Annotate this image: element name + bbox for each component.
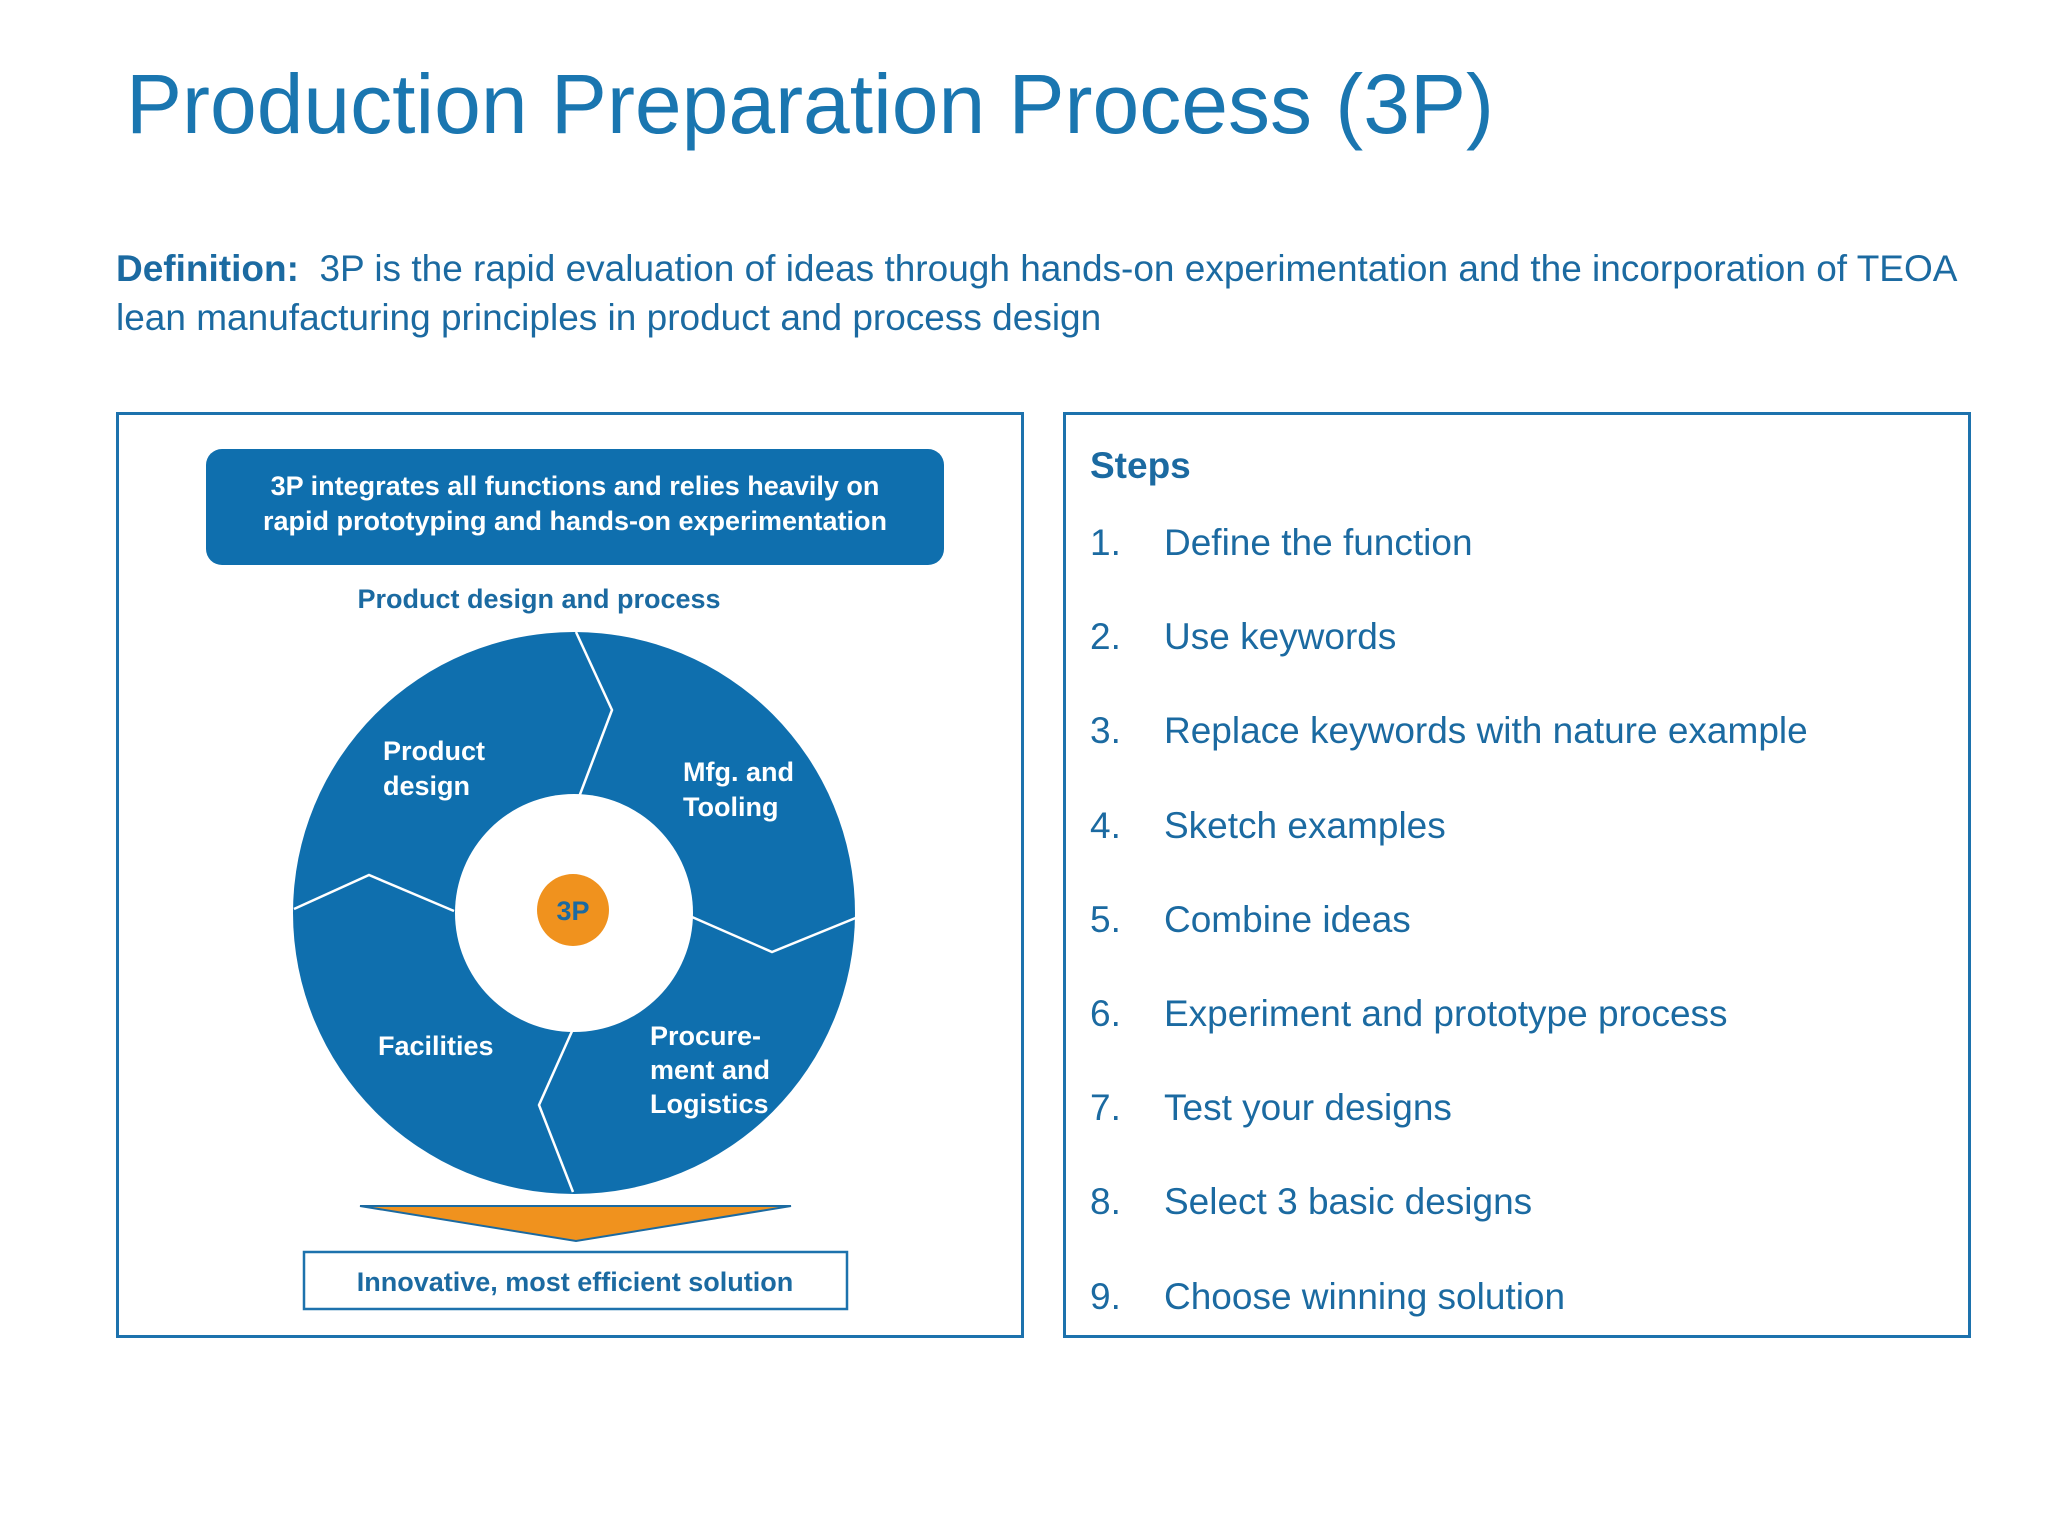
banner-line-2: rapid prototyping and hands-on experimen… (263, 506, 887, 536)
segment-procurement-line-1: Procure- (650, 1021, 761, 1051)
3p-diagram: 3P integrates all functions and relies h… (206, 449, 944, 1311)
segment-dividers (293, 631, 859, 1193)
step-text: Use keywords (1164, 616, 1397, 658)
step-text: Define the function (1164, 522, 1473, 563)
ring-caption: Product design and process (357, 584, 720, 614)
outcome-label: Innovative, most efficient solution (357, 1267, 794, 1297)
center-label: 3P (556, 896, 589, 926)
step-text: Sketch examples (1164, 804, 1446, 846)
step-number: 3. (1090, 710, 1121, 752)
step-number: 5. (1090, 898, 1121, 940)
banner-line-1: 3P integrates all functions and relies h… (271, 471, 880, 501)
definition-label: Definition: (116, 248, 299, 289)
step-number: 2. (1090, 616, 1121, 658)
step-number: 4. (1090, 804, 1121, 846)
page-title: Production Preparation Process (3P) (126, 57, 1494, 151)
step-text: Test your designs (1164, 1087, 1452, 1129)
step-text: Choose winning solution (1164, 1275, 1566, 1317)
step-text: Experiment and prototype process (1164, 992, 1728, 1034)
steps-panel: Steps 1. Define the function 2. Use keywor… (1063, 412, 1971, 1338)
step-number: 7. (1090, 1087, 1121, 1129)
step-text: Replace keywords with nature example (1164, 710, 1808, 752)
center-badge (537, 874, 609, 946)
segment-product-design-line-1: Product (383, 736, 485, 766)
step-number: 1. (1090, 522, 1121, 563)
step-number: 6. (1090, 992, 1121, 1034)
segment-mfg-line-1: Mfg. and (683, 757, 794, 787)
segment-procurement-line-2: ment and (650, 1055, 770, 1085)
steps-title: Steps (1090, 445, 1191, 486)
step-text: Select 3 basic designs (1164, 1181, 1533, 1223)
step-item: 6. Experiment and prototype process (1090, 992, 1808, 1086)
step-item: 3. Replace keywords with nature example (1090, 709, 1808, 803)
steps-list: 1. Define the function 2. Use keywords 3. R… (1090, 521, 1808, 1369)
step-item: 5. Combine ideas (1090, 898, 1808, 992)
banner-box (206, 449, 944, 565)
outcome-box (302, 1250, 849, 1311)
segment-procurement-line-3: Logistics (650, 1089, 769, 1119)
step-item: 1. Define the function (1090, 521, 1808, 615)
step-text: Combine ideas (1164, 898, 1411, 940)
step-item: 9. Choose winning solution (1090, 1275, 1808, 1369)
segment-facilities: Facilities (378, 1031, 494, 1061)
step-item: 2. Use keywords (1090, 615, 1808, 709)
step-number: 9. (1090, 1275, 1121, 1317)
down-arrow-icon (359, 1205, 792, 1243)
definition-paragraph: Definition: 3P is the rapid evaluation o… (116, 244, 1976, 342)
step-number: 8. (1090, 1181, 1121, 1223)
step-item: 4. Sketch examples (1090, 804, 1808, 898)
segment-mfg-line-2: Tooling (683, 792, 778, 822)
diagram-panel: 3P integrates all functions and relies h… (116, 412, 1024, 1338)
step-item: 7. Test your designs (1090, 1086, 1808, 1180)
step-item: 8. Select 3 basic designs (1090, 1180, 1808, 1274)
definition-text: 3P is the rapid evaluation of ideas thro… (116, 248, 1956, 338)
segment-product-design-line-2: design (383, 771, 470, 801)
